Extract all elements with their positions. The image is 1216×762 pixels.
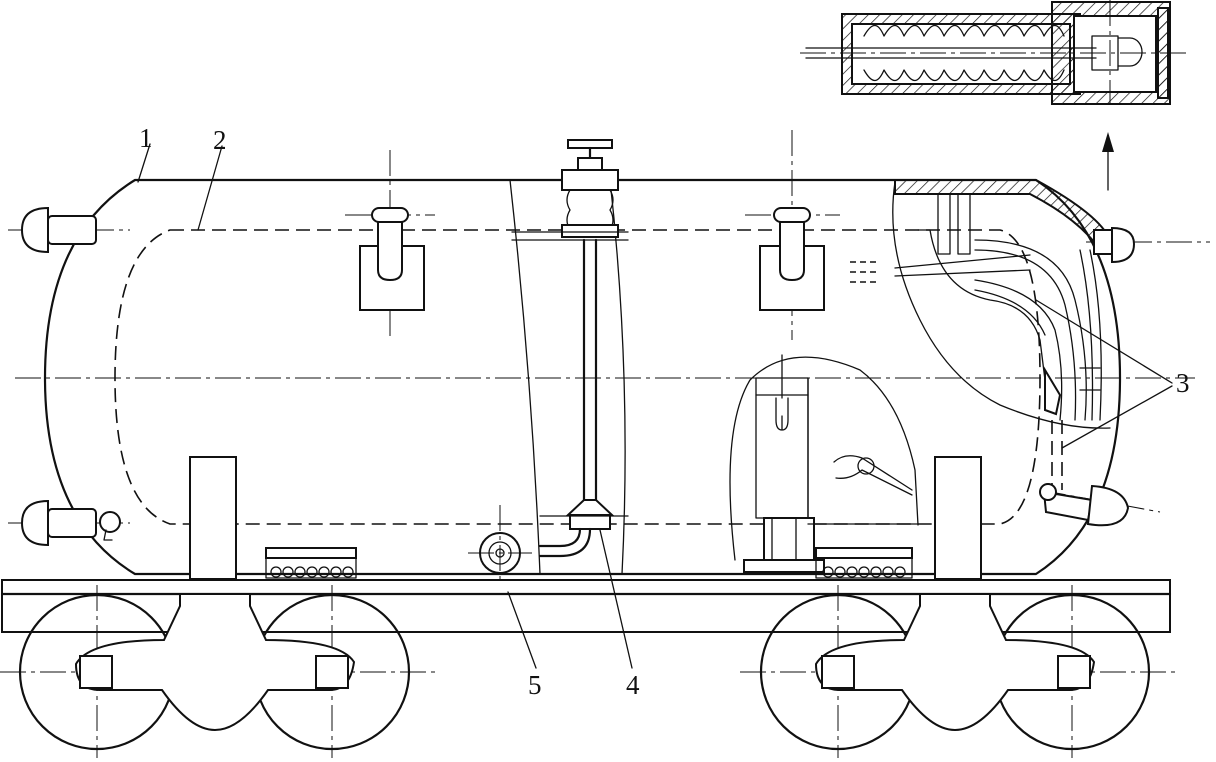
discharge-valve-assembly xyxy=(509,139,629,575)
label-2: 2 xyxy=(213,125,227,155)
tank-shell xyxy=(15,178,1195,576)
upper-fitting-left xyxy=(345,150,435,340)
buffer-top-right xyxy=(1086,226,1210,264)
buffer-bottom-right xyxy=(1039,483,1161,527)
buffer-top-left xyxy=(8,206,130,254)
bogie-left xyxy=(0,585,440,758)
upper-fitting-right xyxy=(745,130,840,340)
label-3: 3 xyxy=(1176,368,1190,398)
label-5: 5 xyxy=(528,670,542,700)
leader-lines xyxy=(137,143,1173,669)
label-4: 4 xyxy=(626,670,640,700)
bogie-right xyxy=(740,585,1180,758)
detail-arrow xyxy=(1102,132,1114,191)
buffer-bottom-left xyxy=(8,499,130,547)
lower-cutaway xyxy=(729,354,919,573)
drain-fitting xyxy=(468,505,532,586)
heating-pipes-cutaway xyxy=(850,179,1112,490)
spring-damper-detail xyxy=(800,0,1190,105)
tank-supports xyxy=(189,456,982,580)
label-1: 1 xyxy=(139,123,153,153)
